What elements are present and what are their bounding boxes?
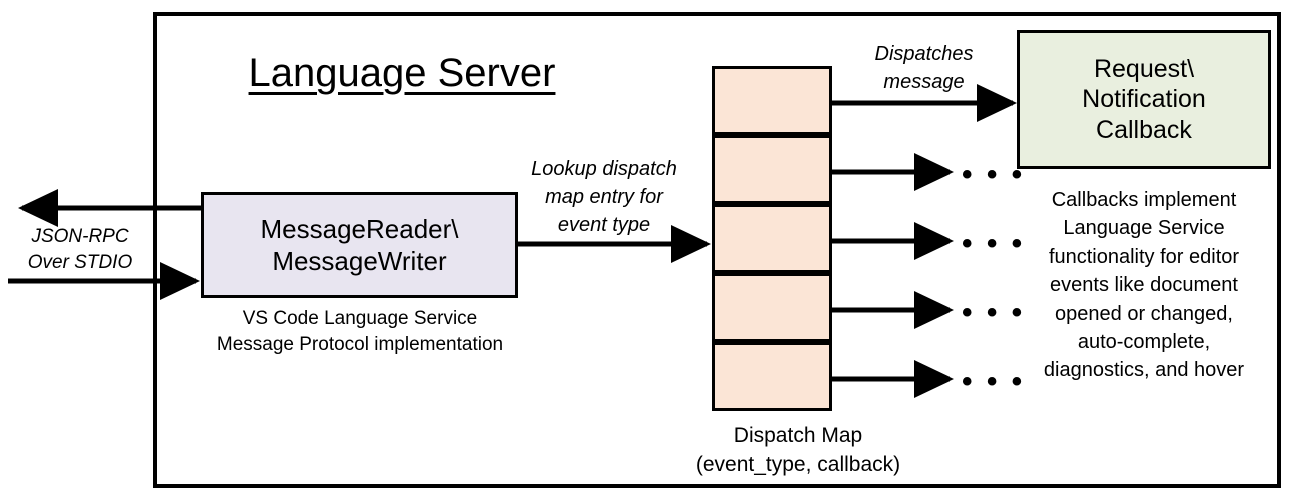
jsonrpc-channel-label: JSON-RPC Over STDIO xyxy=(27,226,133,273)
ellipsis-target-3: • • • xyxy=(962,296,1026,329)
ellipsis-target-2: • • • xyxy=(962,227,1026,260)
dispatch-map-caption: Dispatch Map (event_type, callback) xyxy=(695,424,901,477)
lookup-dispatch-edge-label: Lookup dispatch map entry for event type xyxy=(531,158,677,236)
dispatch-map[interactable] xyxy=(712,66,832,411)
request-notification-callback-label: Request\ Notification Callback xyxy=(1082,54,1206,144)
dispatch-map-entry-4[interactable] xyxy=(712,342,832,411)
language-server-boundary xyxy=(153,12,1281,488)
message-reader-writer-box[interactable]: MessageReader\ MessageWriter xyxy=(201,192,518,298)
ellipsis-target-1: • • • xyxy=(962,158,1026,191)
message-reader-writer-caption: VS Code Language Service Message Protoco… xyxy=(216,308,504,355)
dispatch-map-entry-2[interactable] xyxy=(712,204,832,273)
request-notification-callback-box[interactable]: Request\ Notification Callback xyxy=(1017,30,1271,169)
callback-caption: Callbacks implement Language Service fun… xyxy=(1043,189,1245,382)
dispatch-map-entry-1[interactable] xyxy=(712,135,832,204)
page-title: Language Server xyxy=(248,51,556,95)
ellipsis-target-4: • • • xyxy=(962,365,1026,398)
dispatch-map-entry-0[interactable] xyxy=(712,66,832,135)
message-reader-writer-label: MessageReader\ MessageWriter xyxy=(260,213,459,277)
dispatch-map-entry-3[interactable] xyxy=(712,273,832,342)
dispatches-message-edge-label: Dispatches message xyxy=(874,43,974,93)
